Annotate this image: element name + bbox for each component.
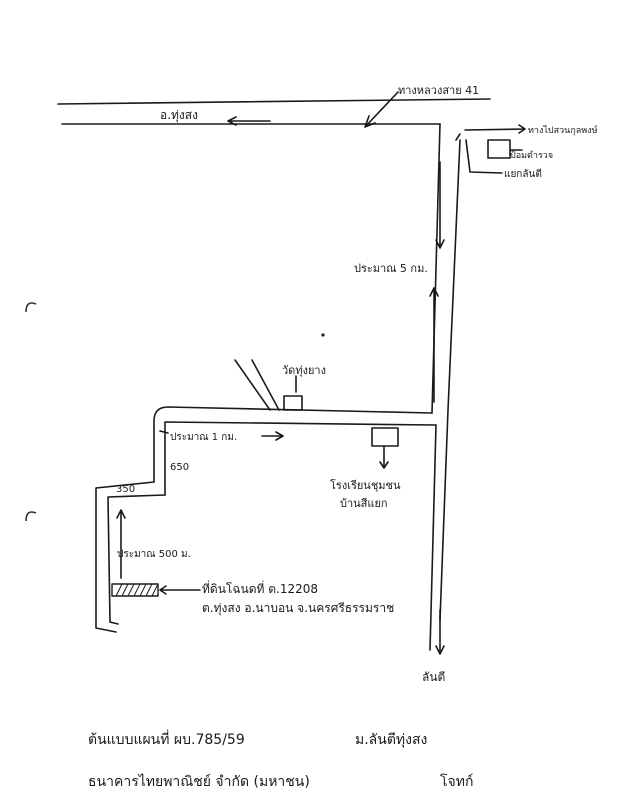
distance-1km-label: ประมาณ 1 กม. [170, 432, 237, 443]
land-parcel-hatching [115, 583, 159, 597]
distance-arrow-up [429, 287, 439, 403]
map-dot [321, 333, 325, 337]
hatch-line [133, 583, 141, 597]
footer-line2-left: ธนาคารไทยพาณิชย์ จำกัด (มหาชน) [88, 773, 310, 790]
branch-road-top-edge [153, 406, 433, 483]
hatch-line [145, 583, 153, 597]
ns-road-left-lower-edge [429, 424, 437, 651]
school-label-2: บ้านสีแยก [340, 497, 388, 510]
ns-road-right-shoulder [455, 133, 461, 141]
land-label-2: ต.ทุ่งสง อ.นาบอน จ.นครศรีธรรมราช [202, 601, 394, 616]
footer-line2-right: โจทก์ [440, 773, 473, 790]
hatch-line [139, 583, 147, 597]
school-box-symbol [371, 427, 399, 447]
access-road-outer [95, 481, 155, 633]
north-landmark-label-2: ป้อมตำรวจ [510, 150, 553, 161]
landmark-arrow-1 [464, 124, 526, 134]
land-parcel [111, 583, 159, 597]
binder-hole-2 [25, 511, 37, 522]
hatch-line [151, 583, 159, 597]
west-direction-arrow [227, 116, 271, 126]
highway-label-arrow [364, 91, 399, 128]
south-direction-arrow [435, 609, 445, 655]
temple-label: วัดทุ่งยาง [282, 364, 326, 377]
school-arrow [379, 445, 389, 469]
distance-1km-arrow-right [261, 431, 284, 441]
temple-road-edge-2 [251, 359, 280, 411]
access-road-inner [107, 494, 166, 625]
land-label-arrow [159, 585, 201, 595]
distance-350-label: 350 [116, 484, 135, 495]
distance-arrow-down [435, 161, 445, 249]
footer-line1-right: ม.ลันตีทุ่งสง [355, 732, 427, 748]
temple-box-symbol [283, 395, 303, 411]
distance-5km-label: ประมาณ 5 กม. [354, 262, 428, 275]
branch-road-bottom-edge [164, 421, 437, 496]
binder-hole-1 [25, 302, 37, 313]
ns-road-right-edge [439, 139, 461, 621]
distance-650-label: 650 [170, 462, 189, 473]
south-direction-label: ลันตี [422, 670, 445, 684]
land-label-1: ที่ดินโฉนดที่ ต.12208 [202, 580, 318, 596]
temple-road-edge-1 [234, 359, 271, 411]
junction-arrow [465, 139, 503, 174]
west-direction-label: อ.ทุ่งสง [160, 108, 198, 123]
highway-label: ทางหลวงสาย 41 [398, 84, 479, 97]
footer-line1-left: ต้นแบบแผนที่ ผบ.785/59 [88, 730, 245, 748]
north-landmark-label-1: ทางไปสวนกุลพงษ์ [528, 124, 598, 136]
junction-label: แยกลันตี [504, 168, 542, 180]
distance-500m-arrow [116, 509, 126, 579]
school-label-1: โรงเรียนชุมชน [330, 478, 401, 492]
hatch-line [127, 583, 135, 597]
distance-500m-label: ประมาณ 500 ม. [117, 549, 191, 560]
hatch-line [115, 583, 123, 597]
hatch-line [121, 583, 129, 597]
police-box-symbol [487, 139, 511, 159]
distance-1km-arrow-left [159, 430, 169, 434]
highway-road-top-edge [57, 98, 491, 105]
